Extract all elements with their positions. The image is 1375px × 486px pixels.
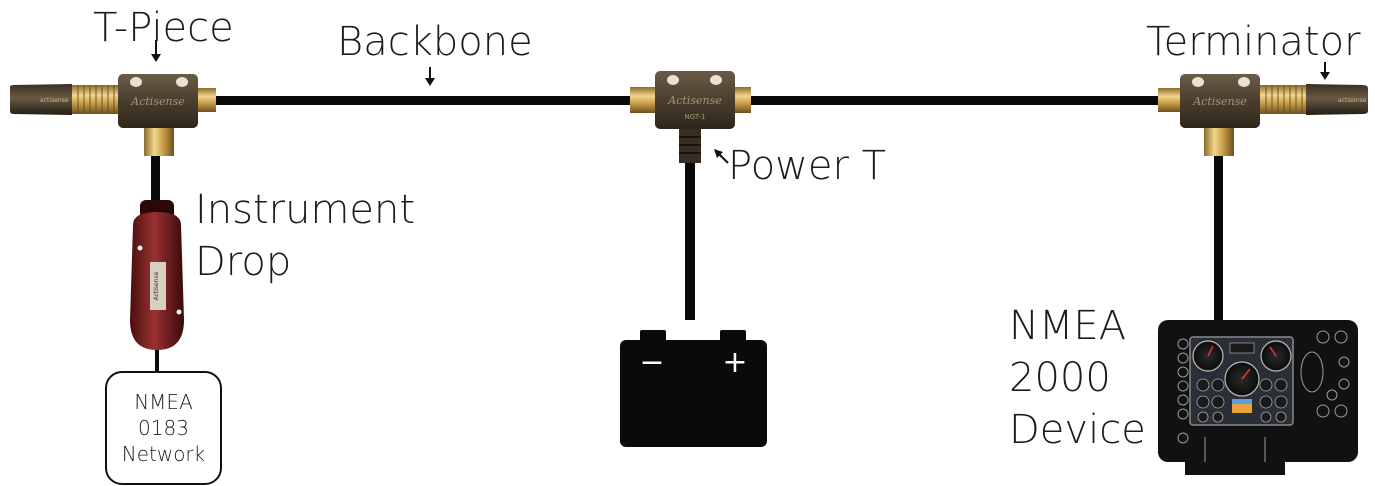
- nmea0183-label-line2: 0183: [138, 416, 189, 440]
- t-piece-right-icon: Actisense: [1158, 74, 1260, 156]
- svg-text:Actisense: Actisense: [153, 271, 160, 300]
- instrument-drop-label-line1: Instrument: [195, 187, 416, 233]
- svg-text:Actisense: Actisense: [1192, 95, 1247, 108]
- t-piece-label: T-Piece: [93, 5, 234, 51]
- battery-minus-label: −: [639, 345, 664, 380]
- svg-text:Actisense: Actisense: [130, 95, 185, 108]
- svg-text:actisense: actisense: [1338, 97, 1367, 104]
- battery-icon: − +: [620, 330, 767, 447]
- instrument-drop-label-line2: Drop: [195, 239, 292, 285]
- nmea0183-label-line1: NMEA: [134, 390, 193, 414]
- nmea2000-device-label-line2: 2000: [1009, 355, 1111, 401]
- svg-text:Actisense: Actisense: [667, 94, 722, 107]
- nmea0183-network-box: [105, 371, 222, 485]
- backbone-label: Backbone: [337, 19, 533, 65]
- nmea2000-device-label-line1: NMEA: [1009, 303, 1127, 349]
- backbone-cable: [215, 96, 1161, 105]
- power-t-icon: Actisense NGT-1: [630, 71, 751, 163]
- display-icon: [1158, 320, 1358, 475]
- drop-cables: [151, 155, 1223, 373]
- svg-text:actisense: actisense: [40, 97, 69, 104]
- battery-plus-label: +: [722, 345, 747, 380]
- svg-text:NGT-1: NGT-1: [684, 113, 705, 121]
- terminator-icon: actisense: [10, 84, 118, 115]
- gateway-icon: Actisense: [130, 200, 184, 350]
- arrow-icon: [151, 40, 1330, 164]
- power-t-label: Power T: [728, 143, 887, 189]
- nmea2000-device-label-line3: Device: [1009, 407, 1146, 453]
- t-piece-connector-icon: Actisense: [118, 74, 216, 156]
- nmea0183-label-line3: Network: [121, 442, 206, 466]
- terminator-right-icon: actisense: [1260, 84, 1368, 115]
- terminator-label: Terminator: [1146, 19, 1361, 65]
